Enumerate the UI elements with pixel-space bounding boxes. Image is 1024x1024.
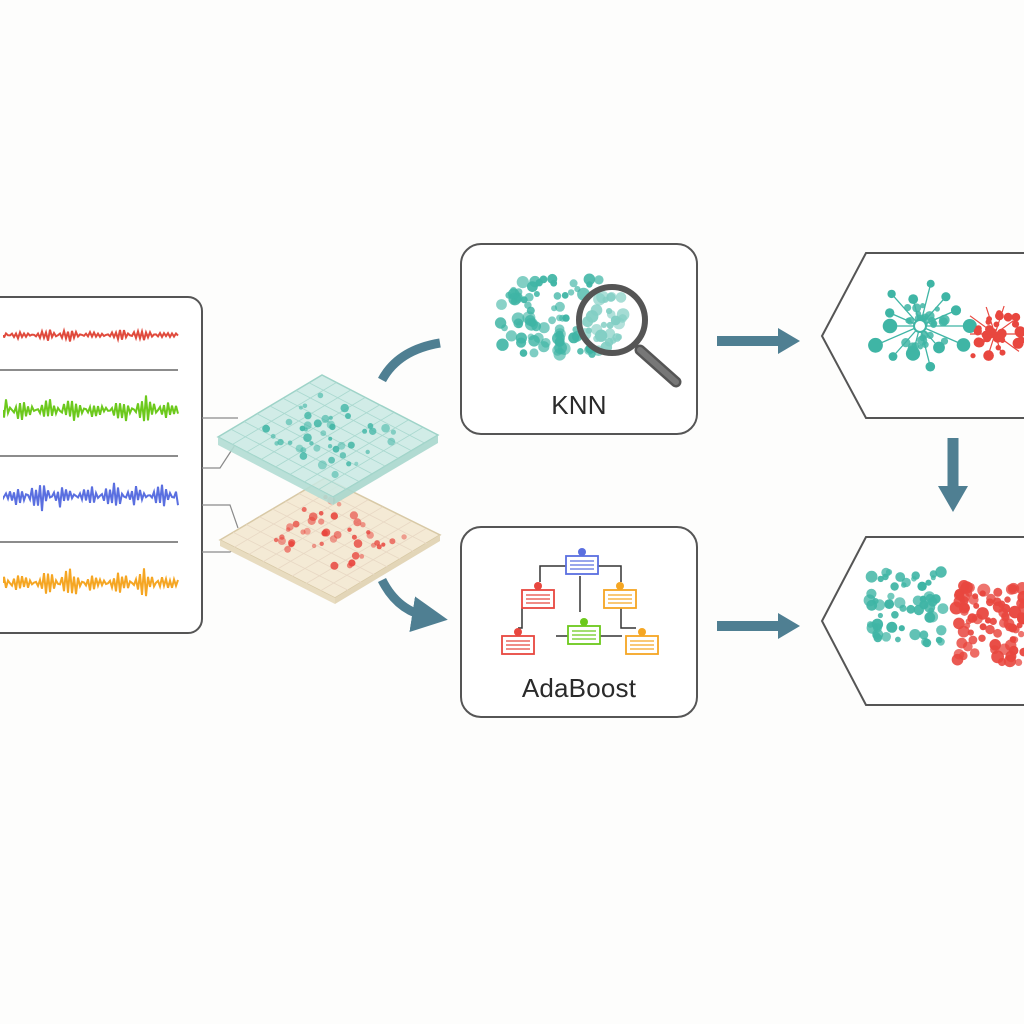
- signal-waveform-icon: [3, 327, 179, 344]
- magnifier-icon: [576, 284, 682, 388]
- signal-waveform-icon: [3, 482, 179, 512]
- feature-layers: [216, 374, 442, 604]
- arrow-head: [778, 328, 800, 354]
- adaboost-result-box: [820, 536, 1024, 706]
- adaboost-model-box: [460, 526, 698, 718]
- signal-waveform-icon: [3, 568, 179, 597]
- arrow-head: [778, 613, 800, 639]
- signal-panel: [0, 296, 203, 634]
- knn-label: KNN: [551, 390, 607, 420]
- feature-layer-icon: [218, 477, 442, 604]
- decision-tree-icon: [518, 565, 636, 637]
- curved-arrow-to-knn: [378, 338, 441, 383]
- adaboost-label: AdaBoost: [521, 673, 637, 703]
- knn-model-box: [460, 243, 698, 435]
- arrow-head: [938, 486, 968, 512]
- arrow-icon: [377, 577, 448, 632]
- knn-result-box: [820, 252, 1024, 419]
- feature-layer-icon: [216, 374, 440, 505]
- knn-point-cloud: [494, 273, 630, 361]
- signal-panel-frame: [0, 296, 203, 634]
- cluster-icon: [863, 566, 1024, 668]
- signal-waveform-icon: [3, 395, 179, 422]
